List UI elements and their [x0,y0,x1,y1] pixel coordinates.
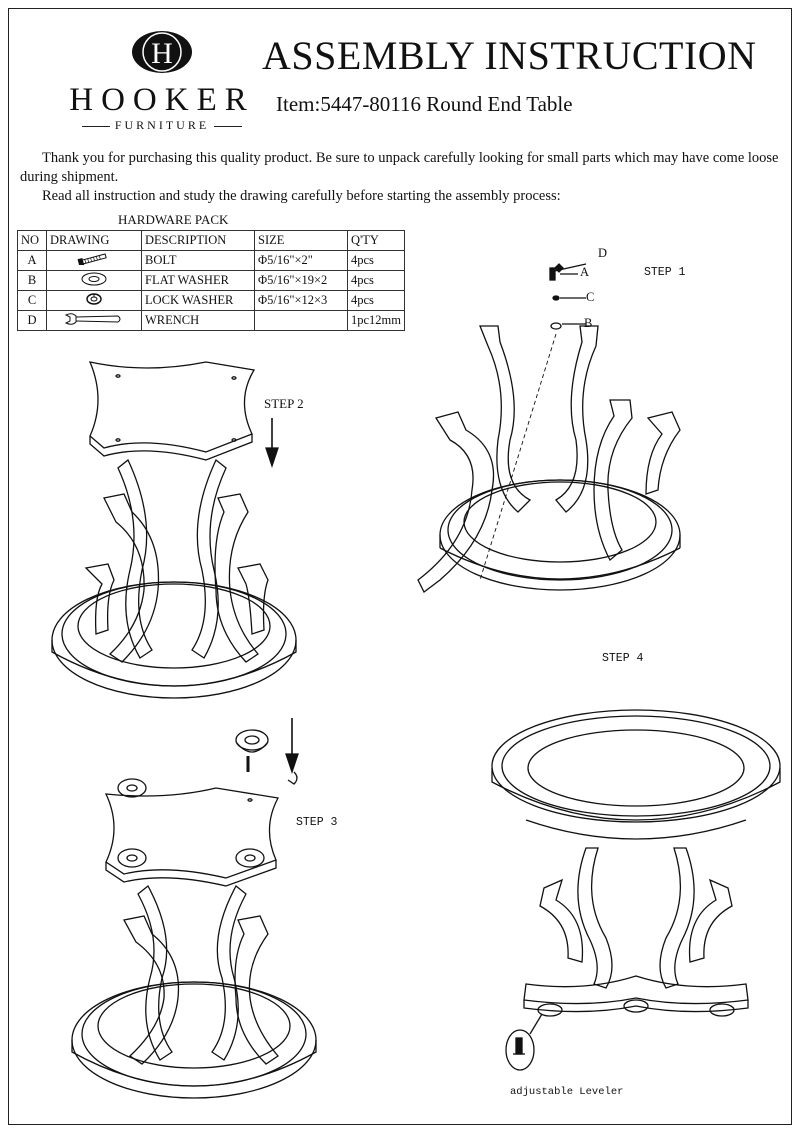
table-row: B FLAT WASHER Φ5/16"×19×2 4pcs [17,270,405,291]
brand-subtitle: FURNITURE [62,118,262,133]
intro-paragraph-2: Read all instruction and study the drawi… [42,188,561,204]
col-description: DESCRIPTION [141,230,255,251]
row-qty: 4pcs [347,290,405,311]
hardware-header-row: NO DRAWING DESCRIPTION SIZE Q'TY [17,230,405,251]
step-1-drawing [417,263,681,593]
intro-text: Thank you for purchasing this quality pr… [20,149,780,206]
table-row: C LOCK WASHER Φ5/16"×12×3 4pcs [17,290,405,311]
leveler-label: adjustable Leveler [510,1086,624,1098]
col-qty: Q'TY [347,230,405,251]
hardware-pack-title: HARDWARE PACK [118,212,229,227]
part-label-b: B [584,316,593,330]
item-number: Item:5447-80116 Round End Table [276,92,573,116]
step-3-drawing [71,718,317,1099]
row-description: LOCK WASHER [141,290,255,311]
step-2-drawing [51,361,297,699]
step-2-label: STEP 2 [264,396,304,411]
step-4-drawing [491,709,781,1071]
row-qty: 4pcs [347,270,405,291]
lock-washer-icon [46,290,142,311]
row-qty: 4pcs [347,250,405,271]
page-border [8,8,792,1125]
row-description: FLAT WASHER [141,270,255,291]
row-description: BOLT [141,250,255,271]
intro-paragraph-1: Thank you for purchasing this quality pr… [20,150,779,185]
part-label-d: D [598,246,608,260]
part-label-a: A [580,265,590,279]
step-3-label: STEP 3 [296,816,338,829]
row-description: WRENCH [141,310,255,331]
row-size [254,310,348,331]
table-row: A BOLT Φ5/16"×2" 4pcs [17,250,405,271]
row-no: C [17,290,47,311]
flat-washer-icon [46,270,142,291]
row-size: Φ5/16"×2" [254,250,348,271]
col-size: SIZE [254,230,348,251]
step-1-label: STEP 1 [644,266,686,279]
step-4-label: STEP 4 [602,652,644,665]
row-no: D [17,310,47,331]
bolt-icon [46,250,142,271]
page-title: ASSEMBLY INSTRUCTION [262,33,757,78]
row-no: A [17,250,47,271]
hardware-table: NO DRAWING DESCRIPTION SIZE Q'TY A BOLT … [17,230,405,331]
hooker-logo: H HOOKER FURNITURE [62,30,262,140]
row-qty: 1pc12mm [347,310,405,331]
row-size: Φ5/16"×12×3 [254,290,348,311]
col-no: NO [17,230,47,251]
row-no: B [17,270,47,291]
row-size: Φ5/16"×19×2 [254,270,348,291]
part-label-c: C [586,290,595,304]
logo-emblem-icon: H [132,31,192,73]
brand-name: HOOKER [69,82,255,118]
table-row: D WRENCH 1pc12mm [17,310,405,331]
svg-text:H: H [151,37,173,70]
col-drawing: DRAWING [46,230,142,251]
wrench-icon [46,310,142,331]
